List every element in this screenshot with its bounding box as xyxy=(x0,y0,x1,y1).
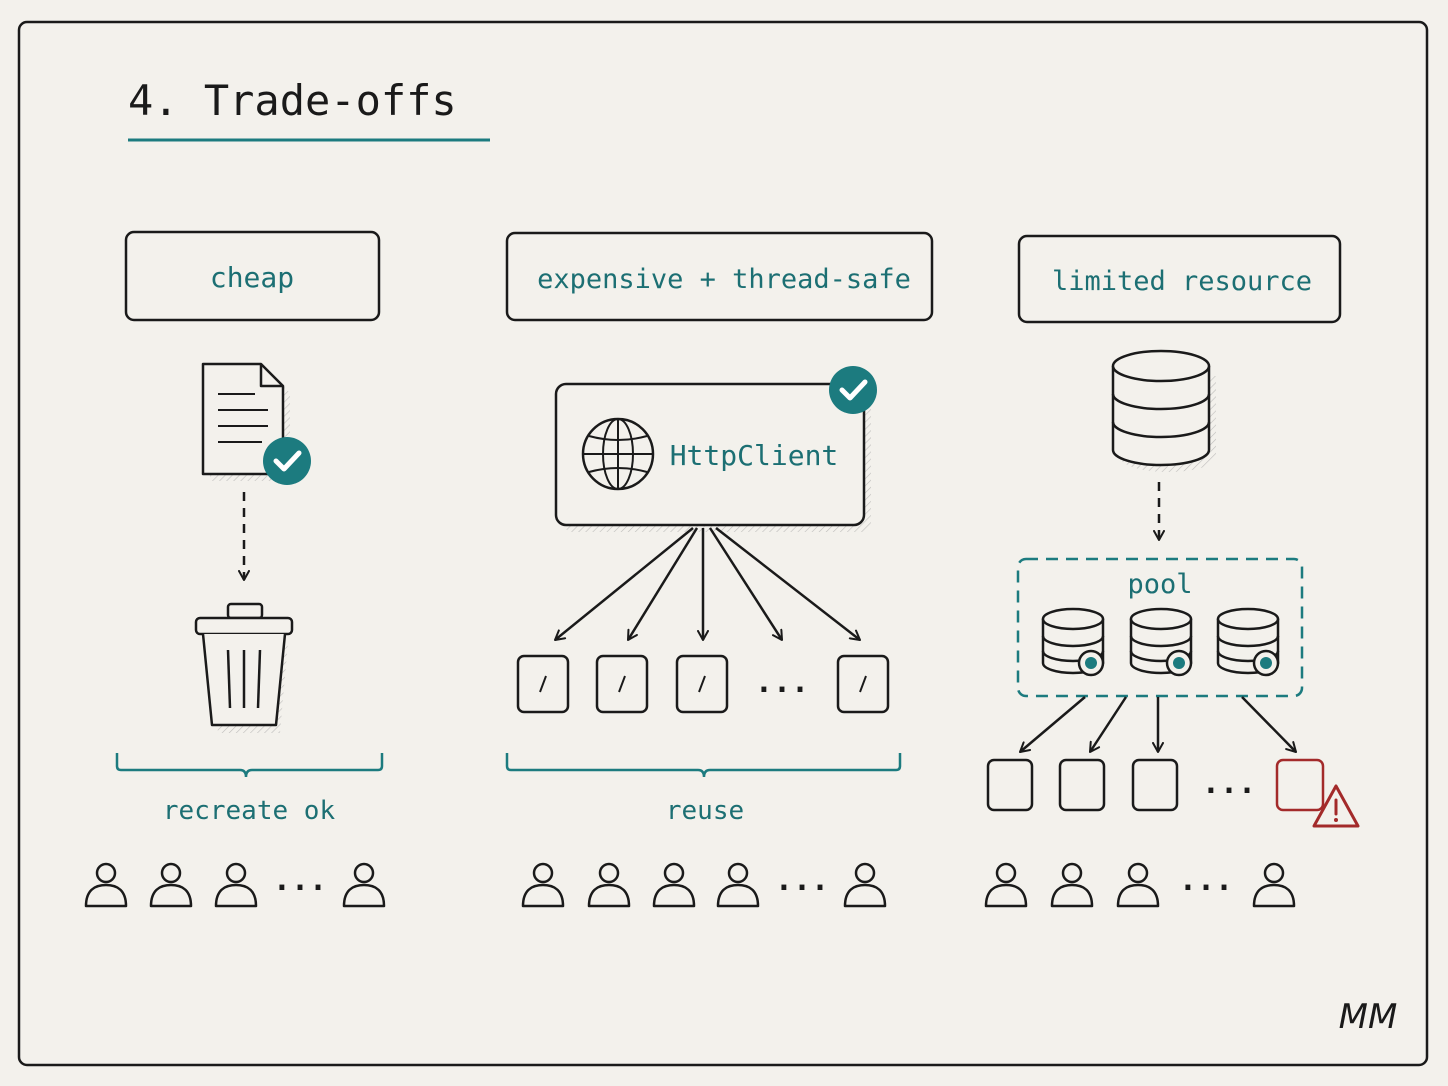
lease-arrow xyxy=(1019,696,1086,753)
share-arrow xyxy=(708,527,784,641)
database-icon xyxy=(1111,349,1216,472)
check-badge-icon xyxy=(263,437,311,485)
caption-recreate-ok: recreate ok xyxy=(163,796,336,826)
ellipsis: ... xyxy=(1179,863,1233,898)
globe-icon xyxy=(581,417,655,491)
heading-box-expensive xyxy=(505,231,934,322)
pool-box xyxy=(1016,557,1304,698)
page-title: 4. Trade-offs xyxy=(128,76,457,125)
caption-reuse: reuse xyxy=(666,796,744,826)
lease-arrow xyxy=(1241,696,1297,753)
group-brace-cheap xyxy=(115,753,384,778)
share-arrow xyxy=(554,527,694,641)
heading-expensive: expensive + thread-safe xyxy=(537,264,911,295)
httpclient-box: HttpClient xyxy=(554,382,871,532)
heading-box-cheap xyxy=(124,230,381,322)
ellipsis: ... xyxy=(273,863,327,898)
pooled-connection-icon xyxy=(1041,607,1105,677)
column-expensive: expensive + thread-safe HttpClient ... xyxy=(505,231,934,908)
group-brace-expensive xyxy=(505,753,902,778)
slot-icon xyxy=(1058,758,1106,812)
share-arrow xyxy=(715,527,861,641)
pool-label: pool xyxy=(1127,569,1192,600)
author-signature: MM xyxy=(1339,997,1398,1037)
pooled-connection-icon xyxy=(1216,607,1280,677)
request-icon xyxy=(516,654,570,714)
trash-can-icon xyxy=(194,602,294,733)
heading-box-limited xyxy=(1017,234,1342,324)
slot-icon xyxy=(986,758,1034,812)
overflow-slot xyxy=(1275,758,1325,812)
ellipsis: ... xyxy=(775,863,829,898)
slot-icon xyxy=(1131,758,1179,812)
ellipsis: ... xyxy=(755,665,809,700)
pooled-connection-icon xyxy=(1129,607,1193,677)
heading-cheap: cheap xyxy=(210,261,294,294)
lease-arrow xyxy=(1088,696,1128,753)
column-limited: limited resource pool ... xyxy=(984,234,1360,908)
request-icon xyxy=(675,654,729,714)
heading-limited: limited resource xyxy=(1052,266,1312,297)
warning-icon xyxy=(1312,784,1360,828)
check-badge-icon xyxy=(829,366,877,414)
outer-frame xyxy=(17,20,1429,1067)
httpclient-label: HttpClient xyxy=(670,439,839,472)
share-arrow xyxy=(626,527,699,641)
column-cheap: cheap recreate ok ... xyxy=(84,230,386,908)
request-icon xyxy=(595,654,649,714)
ellipsis: ... xyxy=(1202,766,1256,801)
request-icon xyxy=(836,654,890,714)
